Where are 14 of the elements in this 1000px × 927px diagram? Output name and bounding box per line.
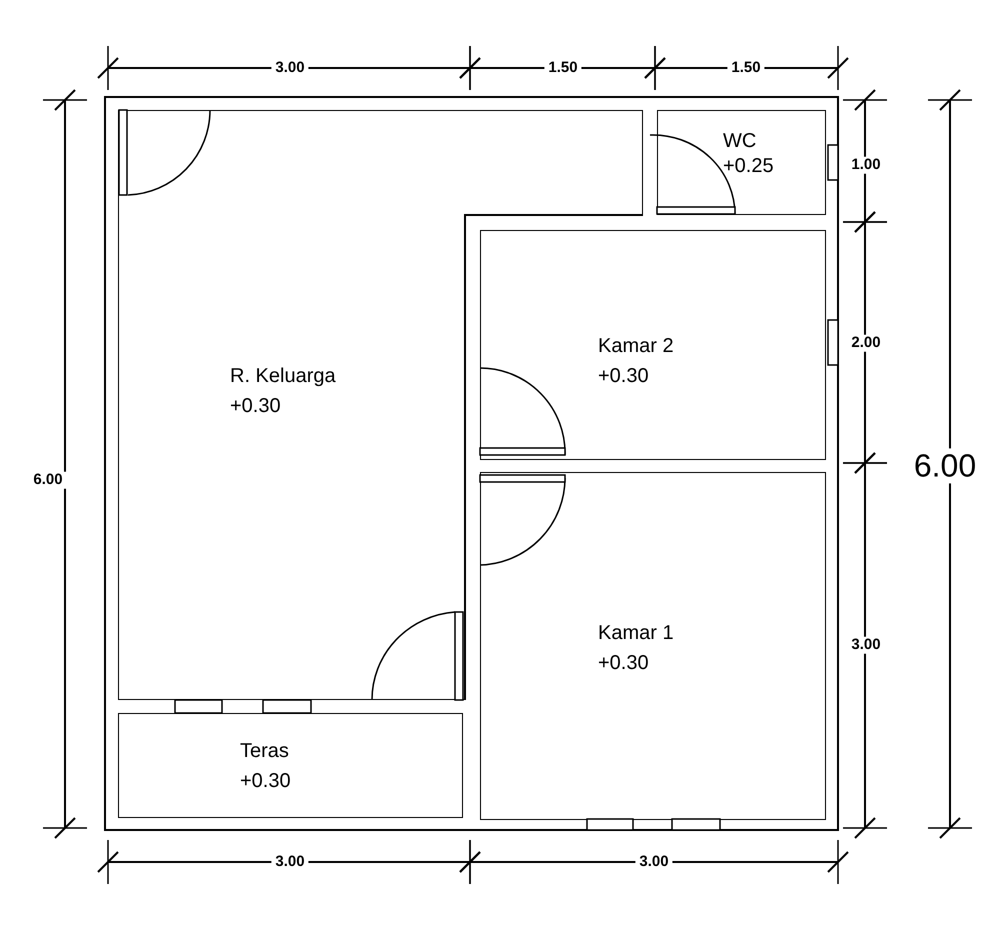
floor-level: +0.30 — [598, 365, 649, 387]
room-name: Teras — [240, 740, 289, 762]
room-floor — [480, 472, 826, 820]
room-name: Kamar 2 — [598, 335, 674, 357]
room-name: R. Keluarga — [230, 365, 336, 387]
room-name: Kamar 1 — [598, 622, 674, 644]
floor-level: +0.30 — [598, 652, 649, 674]
room-name: WC — [723, 130, 756, 152]
floor-level: +0.30 — [230, 395, 281, 417]
room-floor — [480, 230, 826, 460]
room-floor — [657, 110, 826, 215]
floor-level: +0.30 — [240, 770, 291, 792]
floor-level: +0.25 — [723, 155, 774, 177]
room-floor — [118, 713, 463, 818]
